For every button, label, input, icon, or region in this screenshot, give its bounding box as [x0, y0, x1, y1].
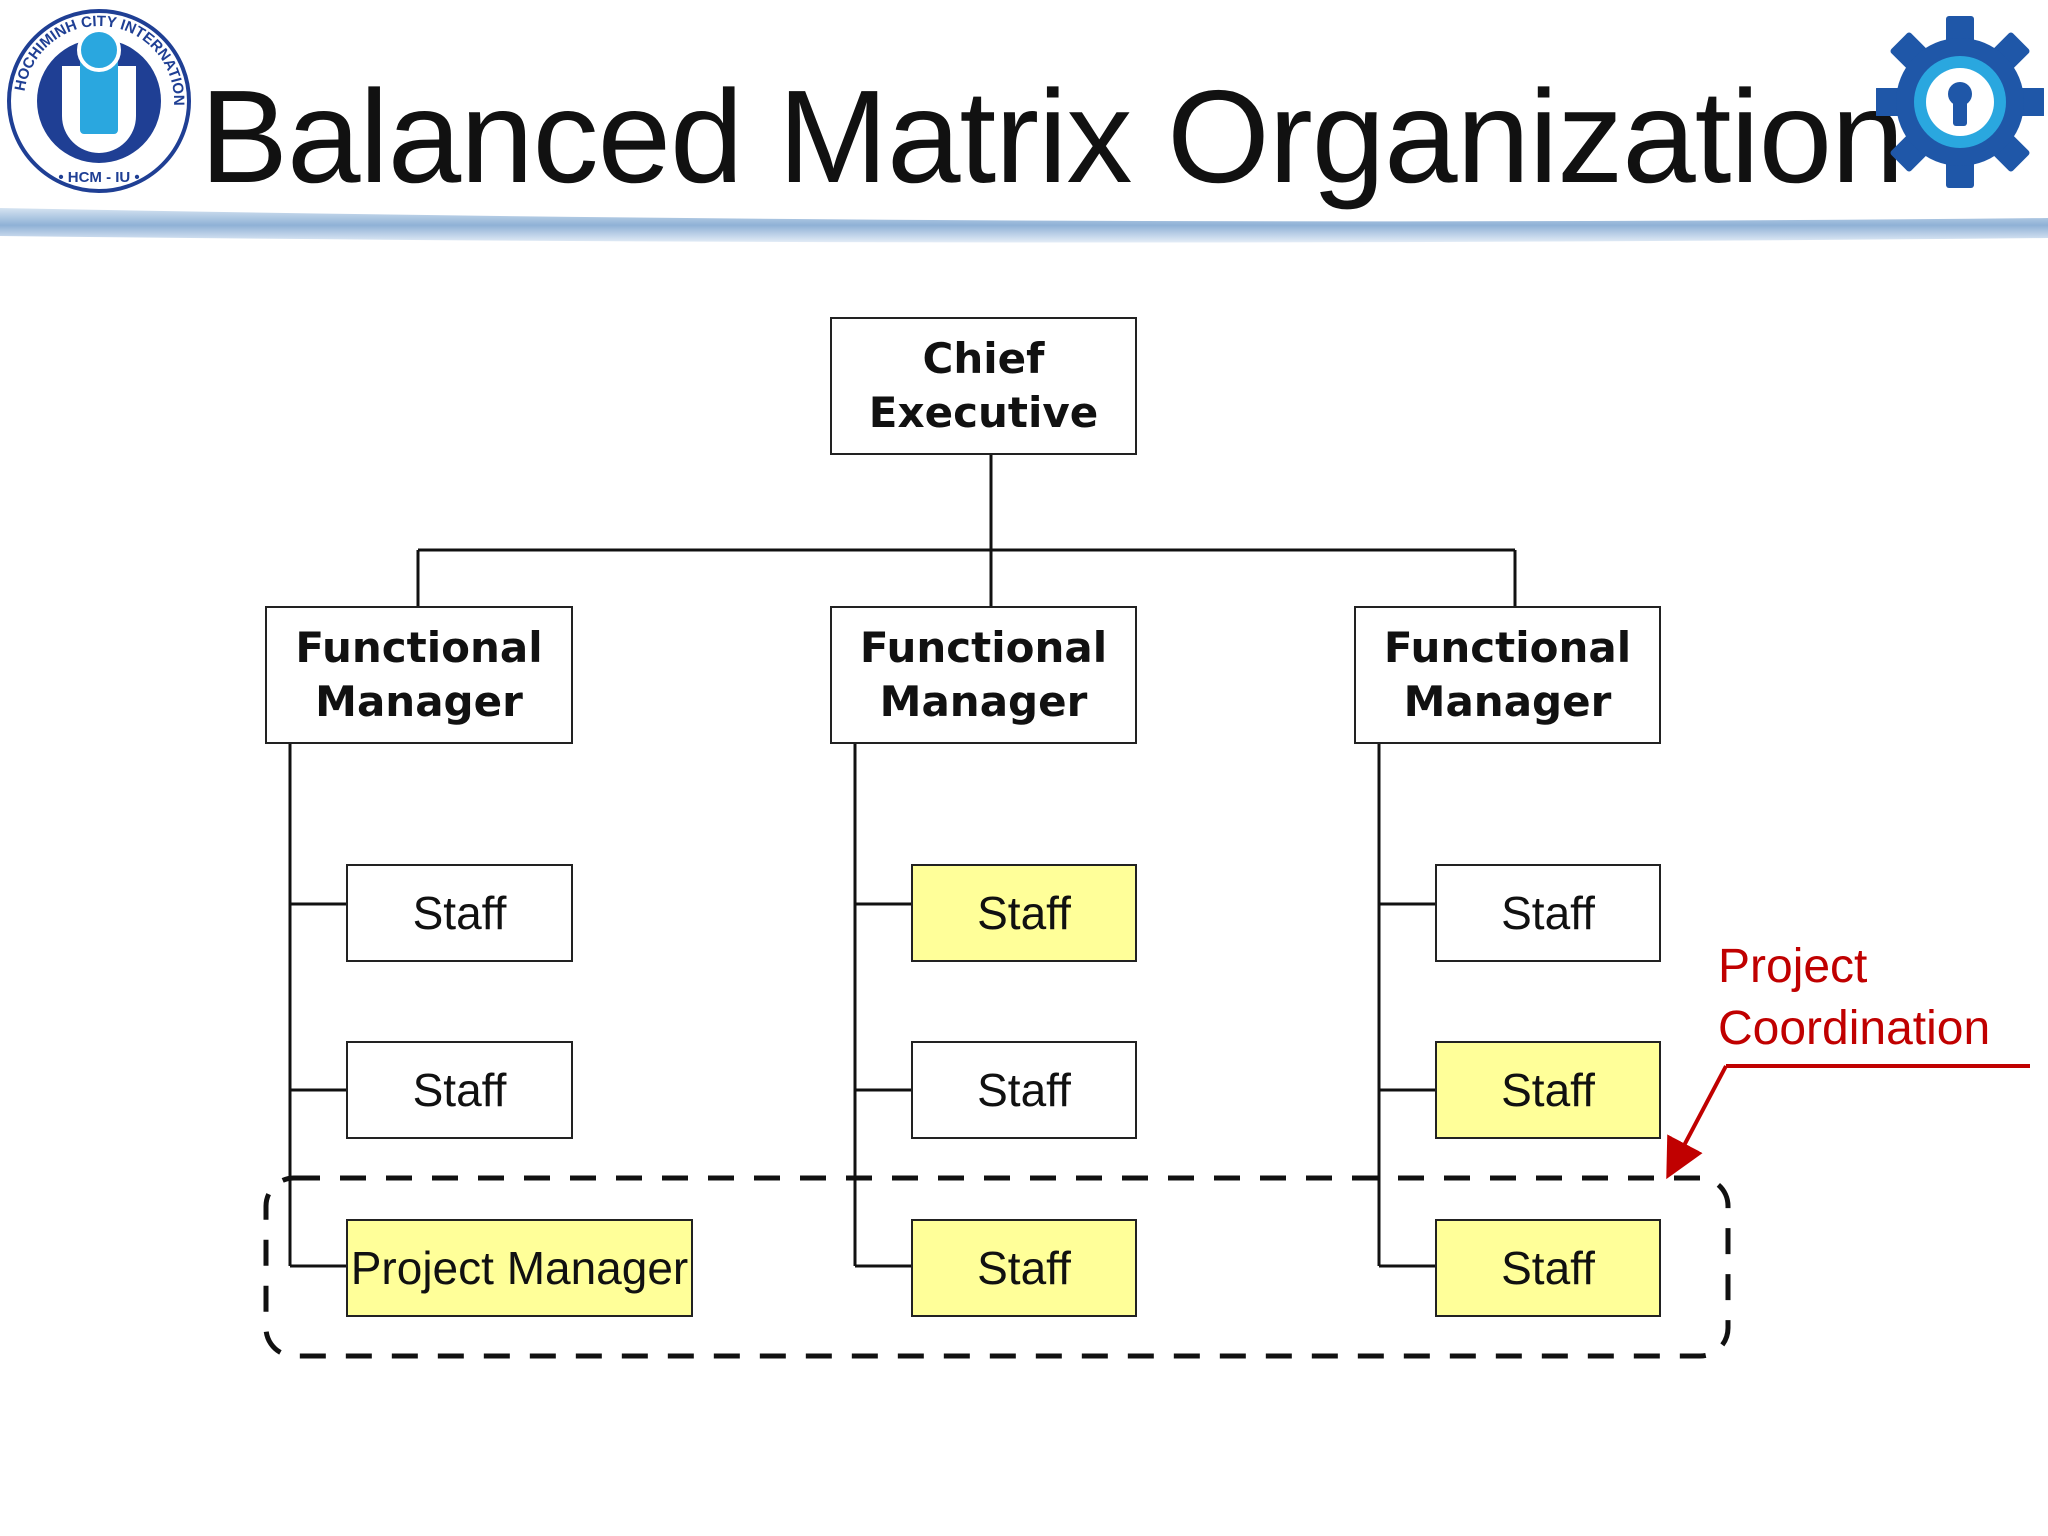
functional-manager-label: Functional Manager — [859, 623, 1108, 726]
staff-label: Staff — [977, 887, 1071, 939]
staff-label: Staff — [412, 1064, 507, 1116]
svg-text:• HCM - IU •: • HCM - IU • — [58, 169, 139, 186]
staff-box-2-3: Staff — [911, 1219, 1137, 1317]
project-manager-box: Project Manager — [346, 1219, 693, 1317]
functional-manager-box-1: Functional Manager — [265, 606, 573, 744]
staff-label: Staff — [1501, 887, 1595, 939]
slide-title: Balanced Matrix Organization — [200, 63, 1905, 210]
gear-keyhole-logo-icon — [1876, 16, 2044, 188]
staff-box-2-2: Staff — [911, 1041, 1137, 1139]
staff-label: Staff — [412, 887, 507, 939]
chief-executive-label: Chief Executive — [868, 334, 1099, 437]
functional-manager-label: Functional Manager — [295, 623, 543, 726]
staff-label: Staff — [1501, 1242, 1595, 1294]
project-coordination-dashed-outline — [263, 1175, 1731, 1359]
staff-box-3-2: Staff — [1435, 1041, 1661, 1139]
university-seal-icon: HOCHIMINH CITY INTERNATIONAL UNIVERSITY … — [4, 6, 191, 193]
header-band — [0, 208, 2048, 243]
staff-box-2-1: Staff — [911, 864, 1137, 962]
staff-label: Staff — [977, 1242, 1071, 1294]
staff-label: Staff — [1501, 1064, 1595, 1116]
project-coordination-annotation: Project Coordination — [1718, 940, 1991, 1055]
staff-box-1-2: Staff — [346, 1041, 573, 1139]
project-manager-label: Project Manager — [350, 1242, 689, 1294]
staff-box-3-3: Staff — [1435, 1219, 1661, 1317]
staff-box-1-1: Staff — [346, 864, 573, 962]
functional-manager-box-2: Functional Manager — [830, 606, 1137, 744]
functional-manager-label: Functional Manager — [1383, 623, 1632, 726]
staff-label: Staff — [977, 1064, 1071, 1116]
annotation-arrow — [1666, 1065, 1728, 1180]
chief-executive-box: Chief Executive — [830, 317, 1137, 455]
functional-manager-box-3: Functional Manager — [1354, 606, 1661, 744]
staff-box-3-1: Staff — [1435, 864, 1661, 962]
